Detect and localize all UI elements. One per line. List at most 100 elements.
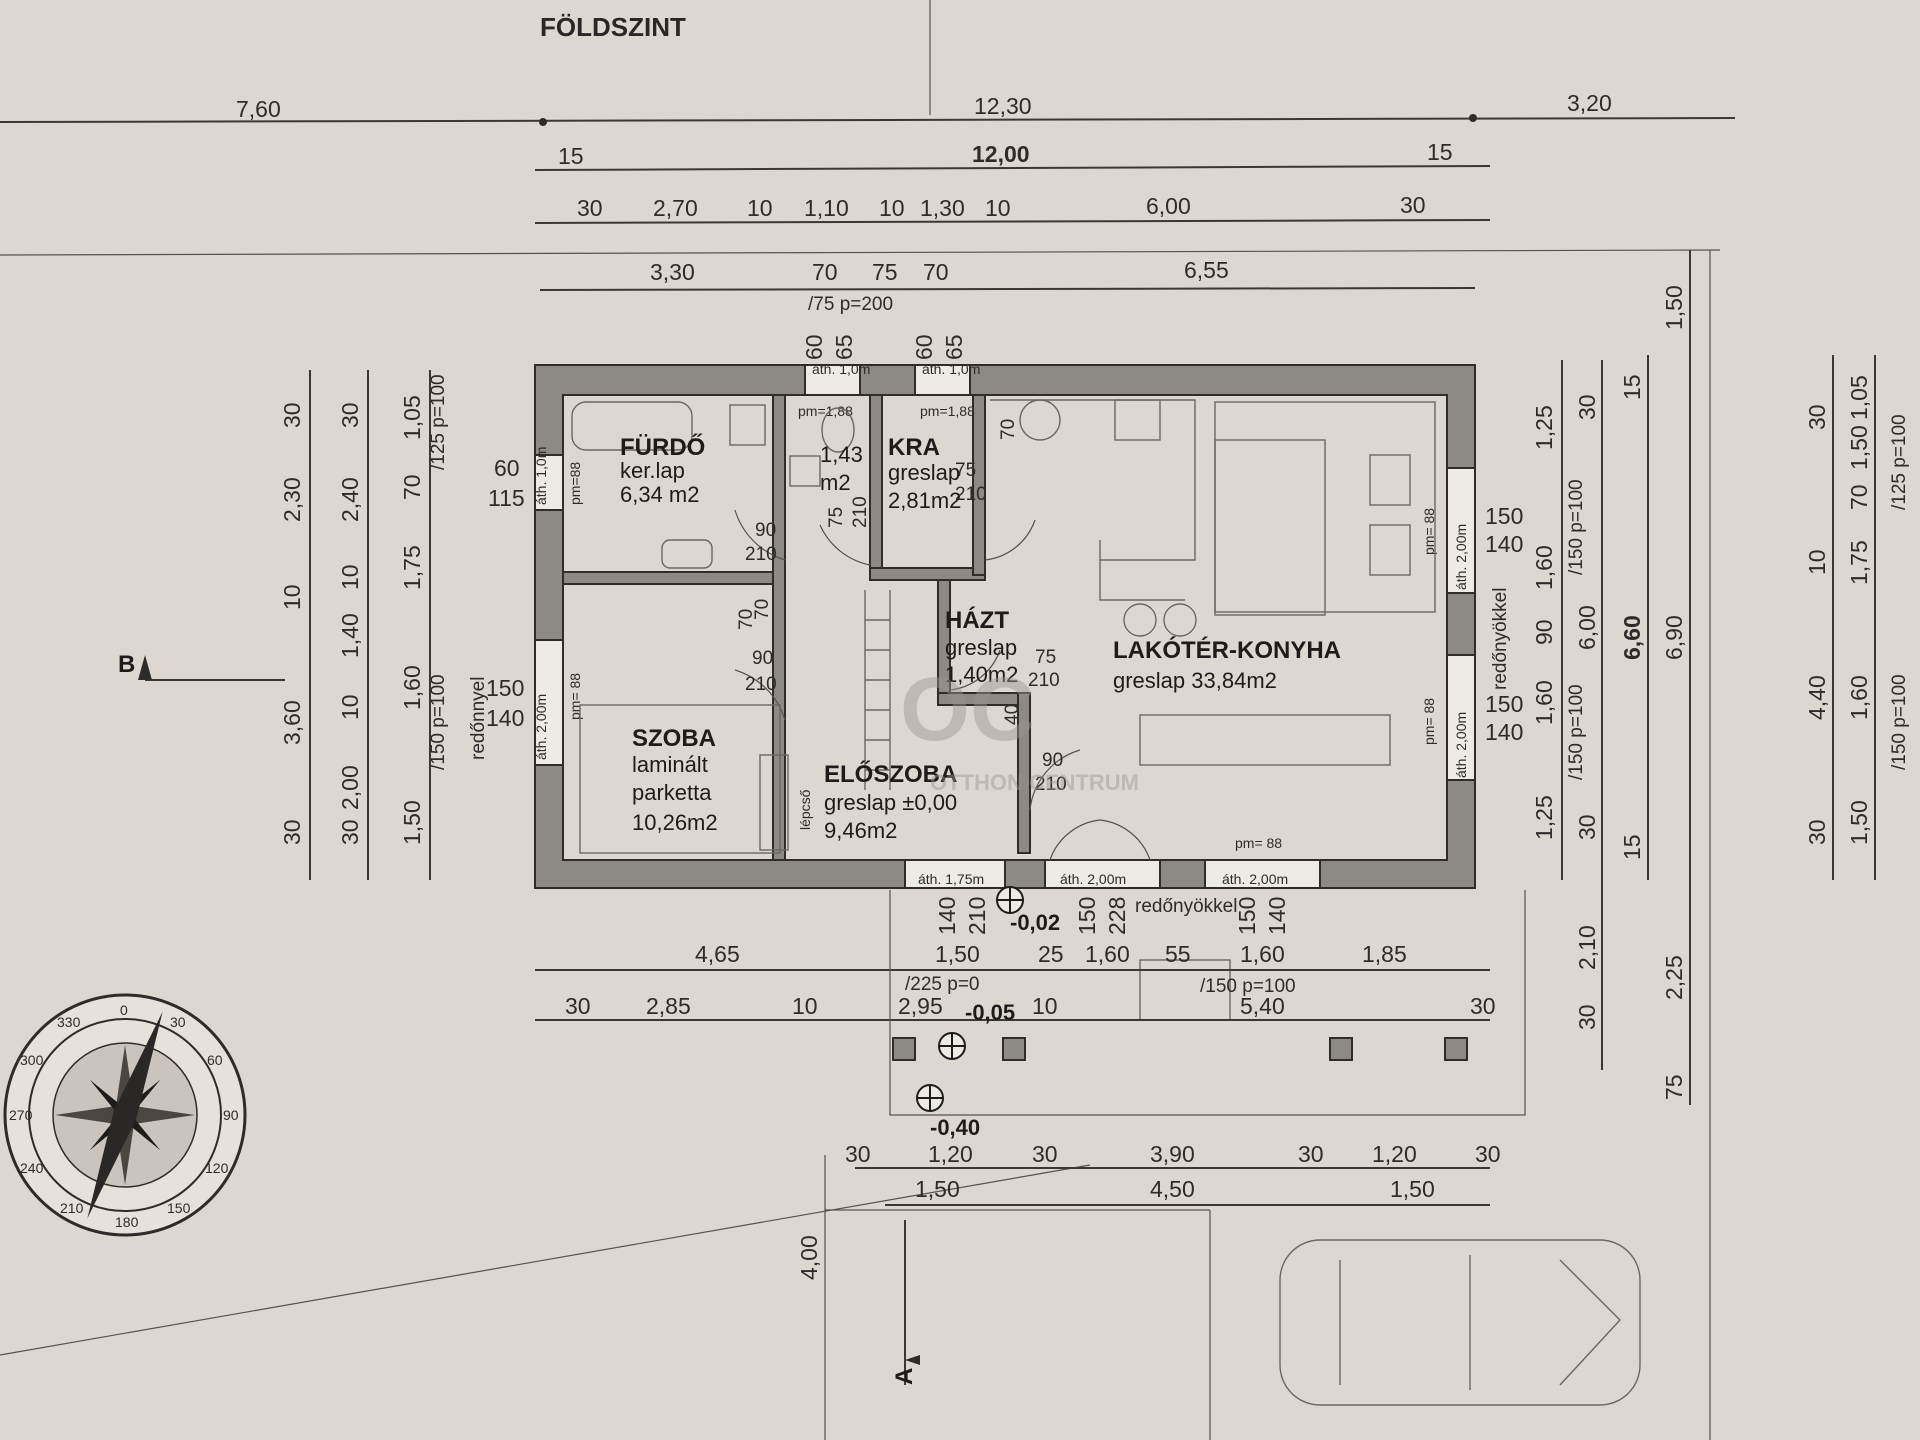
dim-bottom-c2-7: 30 [1470, 993, 1496, 1019]
dim-far-note-2: /150 p=100 [1889, 674, 1910, 770]
door-tag-1: 90 [755, 520, 776, 541]
right-shutter-note: redőnyökkel [1490, 588, 1511, 690]
plot-boundary-left [0, 1164, 1091, 1356]
window-wc [804, 364, 861, 396]
level-entry: -0,02 [1010, 910, 1060, 935]
dim-far-col3-2: 70 [1846, 484, 1872, 510]
dim-bottom-c1-note: /225 p=0 [905, 974, 980, 995]
dim-right-col3-1: 15 [1619, 374, 1645, 400]
door-tag-13: 90 [1042, 750, 1063, 771]
dim-left-note-2: /150 p=100 [428, 674, 449, 770]
dim-left-col2-1: 30 [337, 402, 363, 428]
dim-right-col4-2: 6,90 [1661, 615, 1687, 660]
level-ground: -0,40 [930, 1115, 980, 1140]
level-terrace: -0,05 [965, 1000, 1015, 1025]
door-tag-3: 70 [752, 599, 773, 620]
dim-bottom-c2-1: 30 [565, 993, 591, 1019]
opening-height-5: 150 [1234, 897, 1260, 935]
dim-right-col2-3: 30 [1574, 814, 1600, 840]
left-shutter-note: redőnnyel [468, 677, 489, 760]
watermark-text: OTTHON CENTRUM [930, 770, 1139, 795]
dim-small-window-1b: 65 [831, 334, 857, 360]
dim-top-overall-1: 7,60 [236, 96, 281, 122]
dim-left-window2-width: 150 [486, 675, 524, 701]
dim-left-col1-1: 30 [279, 402, 305, 428]
window-living-1 [1446, 467, 1476, 594]
window-tag-right-2: áth. 2,00m [1453, 712, 1469, 778]
dim-wall-chain-1: 30 [577, 195, 603, 221]
dim-left-col2-6: 2,00 [337, 765, 363, 810]
room-name-hall: ELŐSZOBA [824, 760, 957, 788]
opening-height-4: 228 [1104, 897, 1130, 935]
room-labels: FÜRDŐ ker.lap 6,34 m2 1,43 m2 KRA gresla… [620, 433, 1341, 843]
door-tags: 90 210 70 90 210 75 210 70 75 210 75 210… [736, 419, 1067, 795]
bed [579, 704, 781, 854]
room-name-utility: HÁZT [945, 606, 1009, 634]
dim-far-col2-1: 1,50 [1846, 425, 1872, 470]
door-tag-9: 75 [955, 460, 976, 481]
window-tag-left-2: áth. 2,00m [533, 694, 549, 760]
door-tag-4: 90 [752, 648, 773, 669]
window-bedroom [534, 639, 564, 766]
furniture: lépcső [571, 399, 1641, 1406]
opening-height-6: 140 [1264, 897, 1290, 935]
terrace-outline [889, 890, 1526, 1116]
dim-bottom-c1-note2: /150 p=100 [1200, 976, 1296, 997]
room-area-bedroom: 10,26m2 [632, 810, 718, 835]
dim-bottom-c4-2: 4,50 [1150, 1176, 1195, 1202]
terrace-column-3 [1329, 1037, 1353, 1061]
compass-deg-30: 30 [170, 1014, 186, 1030]
compass-rose: 0 30 60 90 120 150 180 210 240 270 300 3… [3, 993, 247, 1237]
dim-far-col1-1: 10 [1804, 549, 1830, 575]
dim-wall-chain-4: 1,10 [804, 195, 849, 221]
kitchen-counter [990, 399, 1196, 601]
dim-left-window1-height: 115 [488, 485, 525, 511]
door-tag-8: 70 [998, 419, 1019, 440]
dim-bottom-c1-4: 1,60 [1085, 941, 1130, 967]
compass-deg-210: 210 [60, 1200, 84, 1216]
door-tag-10: 210 [955, 484, 987, 505]
room-floor-bedroom: laminált [632, 752, 708, 777]
dim-wall-chain-8: 6,00 [1146, 193, 1191, 219]
dim-wall-chain-9: 30 [1400, 192, 1426, 218]
dim-bottom-c3-2: 1,20 [928, 1141, 973, 1167]
dim-right-window1-height: 140 [1485, 531, 1523, 557]
door-tag-12: 210 [1028, 670, 1060, 691]
room-area-bathroom: 6,34 m2 [620, 482, 700, 507]
kitchen-hob [1114, 399, 1161, 441]
dim-left-col3-5: 1,50 [399, 800, 425, 845]
dim-bottom-c1-7: 1,85 [1362, 941, 1407, 967]
dim-top-overall-3: 3,20 [1567, 90, 1612, 116]
dim-right-col1-5: 1,25 [1531, 795, 1557, 840]
compass-deg-180: 180 [115, 1214, 139, 1230]
dim-right-col1-3: 90 [1531, 619, 1557, 645]
dim-right-col2b-2: 30 [1574, 1004, 1600, 1030]
dim-bottom-c2-2: 2,85 [646, 993, 691, 1019]
terrace-door-2 [1204, 859, 1321, 889]
window-tag-top-2: áth. 1,0m [922, 361, 980, 377]
windows: áth. 1,0m áth. 1,0m pm=1,88 pm=1,88 áth.… [533, 361, 1476, 889]
pm-right-1: pm= 88 [1421, 508, 1437, 555]
dim-right-col1-2: 1,60 [1531, 545, 1557, 590]
room-floor-bathroom: ker.lap [620, 458, 685, 483]
dim-left-note-1: /125 p=100 [428, 374, 449, 470]
window-tag-left-1: áth. 1,0m [533, 447, 549, 505]
dim-left-col2-3: 10 [337, 564, 363, 590]
dim-bottom-c3-4: 3,90 [1150, 1141, 1195, 1167]
dim-bottom-c2-3: 10 [792, 993, 818, 1019]
dim-wall-chain-7: 10 [985, 195, 1011, 221]
stool-2 [1163, 603, 1197, 637]
pm-bottom: pm= 88 [1235, 835, 1282, 851]
dim-bottom-c1-5: 55 [1165, 941, 1191, 967]
compass-deg-270: 270 [9, 1107, 33, 1123]
room-name-bedroom: SZOBA [632, 725, 716, 752]
dim-opening-3: 75 [872, 259, 898, 285]
dim-opening-4: 70 [923, 259, 949, 285]
door-tag-5: 210 [745, 674, 777, 695]
dim-driveway: 4,00 [796, 1235, 822, 1280]
watermark: OC OTTHON CENTRUM [900, 660, 1139, 795]
room-area-hall: 9,46m2 [824, 818, 897, 843]
dim-bottom-c2-6: 5,40 [1240, 993, 1285, 1019]
window-living-2 [1446, 654, 1476, 781]
